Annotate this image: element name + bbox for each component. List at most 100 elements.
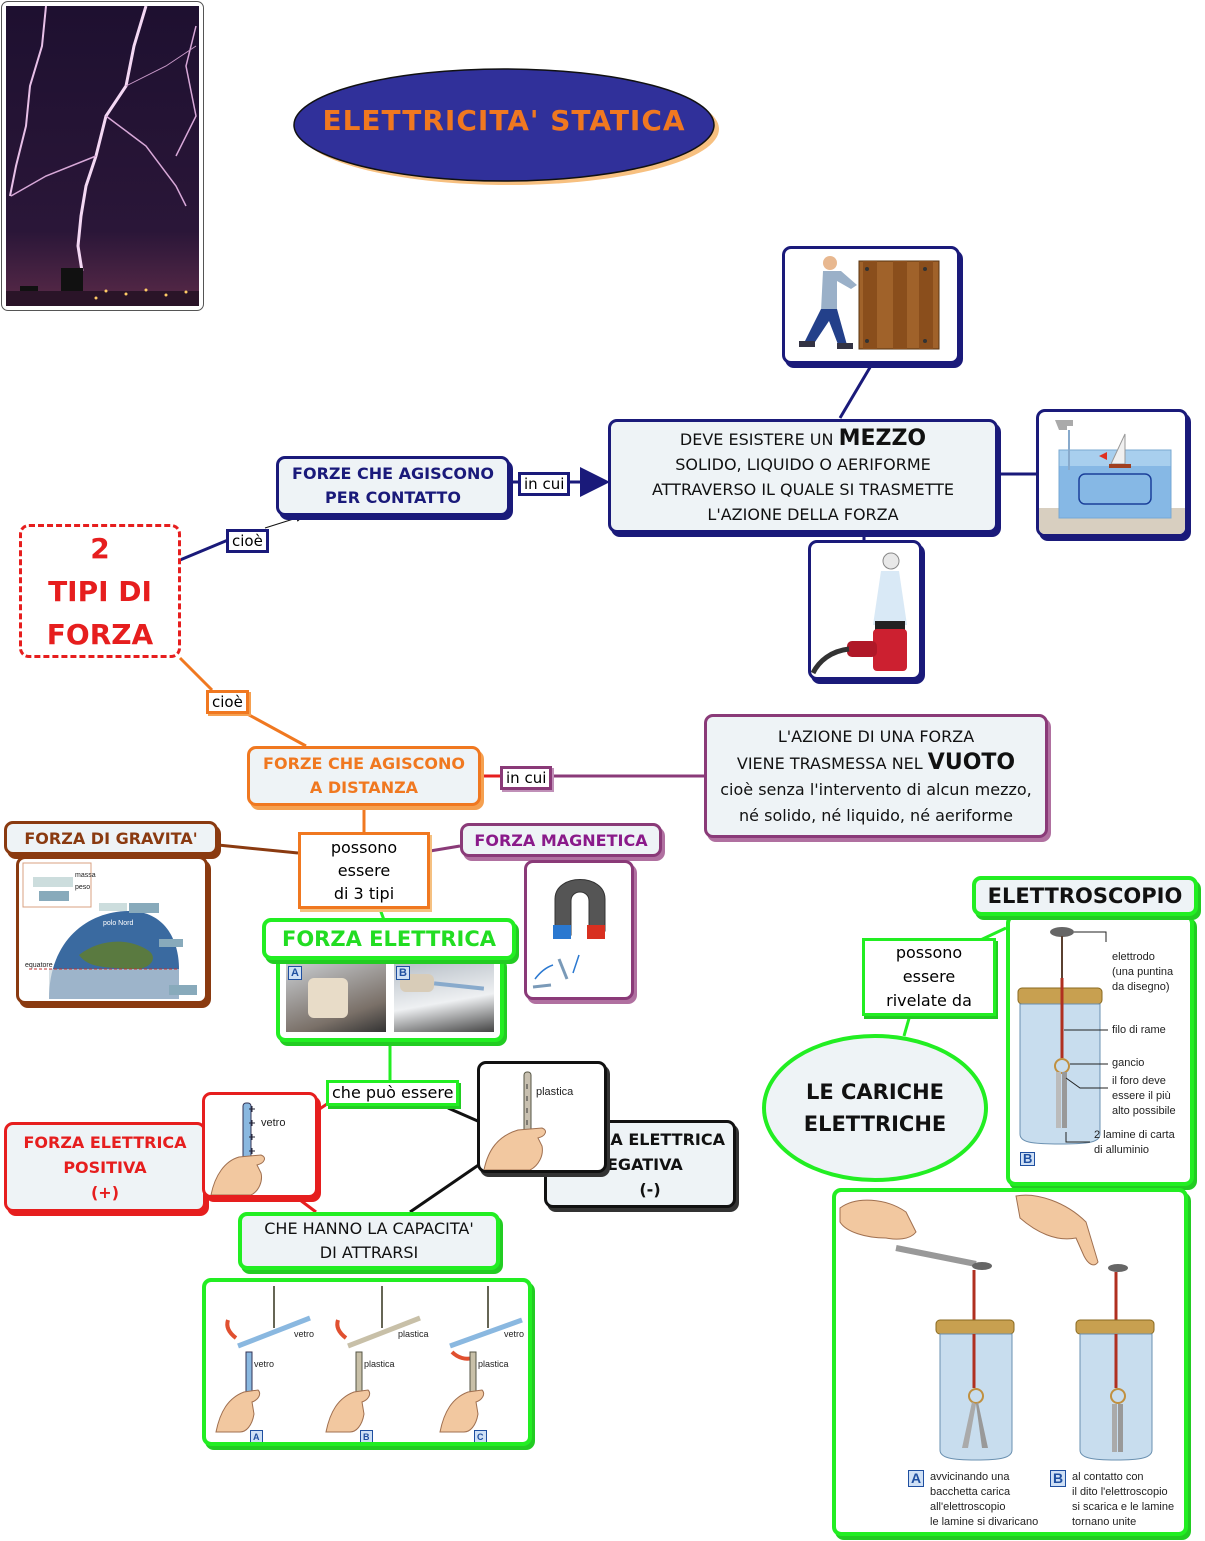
node-mezzo-description[interactable]: DEVE ESISTERE UN MEZZO SOLIDO, LIQUIDO O… [608,419,998,533]
vuoto-line-2: VIENE TRASMESSA NEL VUOTO [736,749,1016,775]
vuoto-bold: VUOTO [927,749,1016,775]
link-cioe-contatto [264,514,304,529]
experiment-c-hand: plastica [478,1359,509,1369]
node-le-cariche-elettriche[interactable]: LE CARICHE ELETTRICHE [762,1034,988,1182]
gravity-label-peso: peso [75,884,91,891]
contatto-title-line-2: PER CONTATTO [325,488,461,507]
attrarsi-line-2: DI ATTRARSI [319,1243,419,1262]
gravity-label-polo-nord: polo Nord [103,920,134,927]
node-forza-elettrica-positiva[interactable]: FORZA ELETTRICA POSITIVA (+) [4,1122,206,1212]
mezzo-line-2: SOLIDO, LIQUIDO O AERIFORME [675,454,931,474]
vuoto-line-4: né solido, né liquido, né aeriforme [739,805,1013,825]
link-label-in-cui-1: in cui [518,472,571,496]
gravity-label-equatore: equatore [25,962,53,969]
attrarsi-line-1: CHE HANNO LA CAPACITA' [264,1219,474,1238]
magnetica-label: FORZA MAGNETICA [474,830,648,850]
image-rubbing-photos: A B [276,954,504,1042]
elettroscopio-title: ELETTROSCOPIO [987,884,1183,908]
electroscope-part-gancio: gancio [1112,1057,1145,1069]
mezzo-bold: MEZZO [838,425,927,451]
glass-rod-label: vetro [261,1117,286,1129]
rivelate-line-2: rivelate da [886,991,972,1010]
experiment-panel-a [215,1286,311,1433]
cariche-line-2: ELETTRICHE [803,1112,947,1136]
link-label-rivelate-da: possono essere rivelate da [862,938,996,1016]
image-plastic-rod: plastica [477,1061,607,1173]
distanza-title-line-1: FORZE CHE AGISCONO [263,754,465,773]
image-water-tank [1036,409,1188,537]
demo-a-line-2: bacchetta carica [930,1486,1011,1498]
experiment-a-hand: vetro [254,1359,275,1369]
electroscope-part-foro: il foro deve essere il più alto possibil… [1112,1075,1176,1117]
positiva-line-3: (+) [90,1182,120,1202]
elettrica-label: FORZA ELETTRICA [281,927,496,951]
demo-panel-b [1015,1194,1155,1461]
experiment-panel-c [439,1286,523,1433]
demo-b-line-4: tornano unite [1072,1516,1137,1528]
distanza-title-line-2: A DISTANZA [309,778,419,797]
demo-caption-a: avvicinando una bacchetta carica all'ele… [930,1470,1038,1530]
node-forze-contatto[interactable]: FORZE CHE AGISCONO PER CONTATTO [276,456,510,516]
experiment-b-top: plastica [398,1329,429,1339]
electroscope-part-elettrodo: elettrodo (una puntina da disegno) [1112,951,1174,993]
negativa-line-1: A ELETTRICA [610,1129,725,1149]
node-forza-magnetica[interactable]: FORZA MAGNETICA [460,823,662,857]
positiva-line-1: FORZA ELETTRICA [23,1132,187,1152]
page-title: ELETTRICITA' STATICA [322,104,686,137]
image-glass-rod: vetro [202,1092,318,1198]
negativa-line-2: EGATIVA [607,1154,683,1174]
vuoto-line-3: cioè senza l'intervento di alcun mezzo, [720,779,1032,799]
node-elettroscopio[interactable]: ELETTROSCOPIO [972,876,1198,916]
demo-tag-b: B [1050,1470,1067,1487]
cariche-line-1: LE CARICHE [805,1080,945,1104]
node-forze-distanza[interactable]: FORZE CHE AGISCONO A DISTANZA [247,746,481,806]
node-capacita-attrarsi[interactable]: CHE HANNO LA CAPACITA' DI ATTRARSI [238,1212,500,1270]
rubbing-photo-a: A [286,964,386,1032]
demo-panel-a [839,1199,1015,1461]
node-forza-gravita[interactable]: FORZA DI GRAVITA' [4,821,218,855]
link-label-che-puo-essere: che può essere [326,1080,460,1106]
central-line-3: FORZA [46,617,154,651]
experiment-b-hand: plastica [364,1359,395,1369]
rubbing-photo-b: B [394,964,494,1032]
central-line-2: TIPI DI [48,574,152,608]
experiment-panel-b [325,1286,421,1433]
image-hair-dryer [808,540,922,680]
link-label-in-cui-2: in cui [500,766,553,790]
possono-line-1: possono essere [330,838,398,880]
image-attraction-experiment: vetro vetro A plastica plastica B vetro … [202,1278,532,1446]
rubbing-tag-b: B [396,966,410,980]
plastic-rod-label: plastica [536,1086,574,1098]
title-ellipse: ELETTRICITA' STATICA [290,68,719,185]
negativa-line-3: (-) [639,1179,661,1199]
gravity-label-massa: massa [75,872,96,879]
central-line-1: 2 [90,531,110,565]
experiment-c-top: vetro [504,1329,525,1339]
image-person-pushing-crate [782,246,960,364]
contatto-title-line-1: FORZE CHE AGISCONO [292,464,494,483]
image-magnet [524,860,634,1000]
demo-b-line-1: al contatto con [1072,1471,1144,1483]
lightning-photo [1,1,204,311]
experiment-tag-a: A [250,1430,263,1442]
mezzo-line-1: DEVE ESISTERE UN MEZZO [679,425,927,451]
central-node-tipi-di-forza[interactable]: 2 TIPI DI FORZA [19,524,181,658]
demo-a-line-1: avvicinando una [930,1471,1010,1483]
experiment-tag-c: C [474,1430,487,1442]
demo-a-line-3: all'elettroscopio [930,1501,1006,1513]
link-central-contatto [179,538,229,562]
experiment-tag-b: B [360,1430,373,1442]
vuoto-line-1: L'AZIONE DI UNA FORZA [777,726,975,746]
electroscope-part-lamine: 2 lamine di carta di alluminio [1094,1129,1175,1156]
mezzo-line-3: ATTRAVERSO IL QUALE SI TRASMETTE [651,479,955,499]
demo-tag-a: A [908,1470,925,1487]
demo-a-line-4: le lamine si divaricano [930,1516,1039,1528]
node-forza-elettrica[interactable]: FORZA ELETTRICA [262,918,516,960]
link-label-cioe-1: cioè [226,529,269,553]
demo-caption-b: al contatto con il dito l'elettroscopio … [1072,1470,1174,1530]
node-vuoto-description[interactable]: L'AZIONE DI UNA FORZA VIENE TRASMESSA NE… [704,714,1048,838]
mezzo-line-4: L'AZIONE DELLA FORZA [707,504,899,524]
electroscope-part-filo: filo di rame [1112,1024,1166,1036]
link-label-3-tipi: possono essere di 3 tipi [298,832,430,909]
